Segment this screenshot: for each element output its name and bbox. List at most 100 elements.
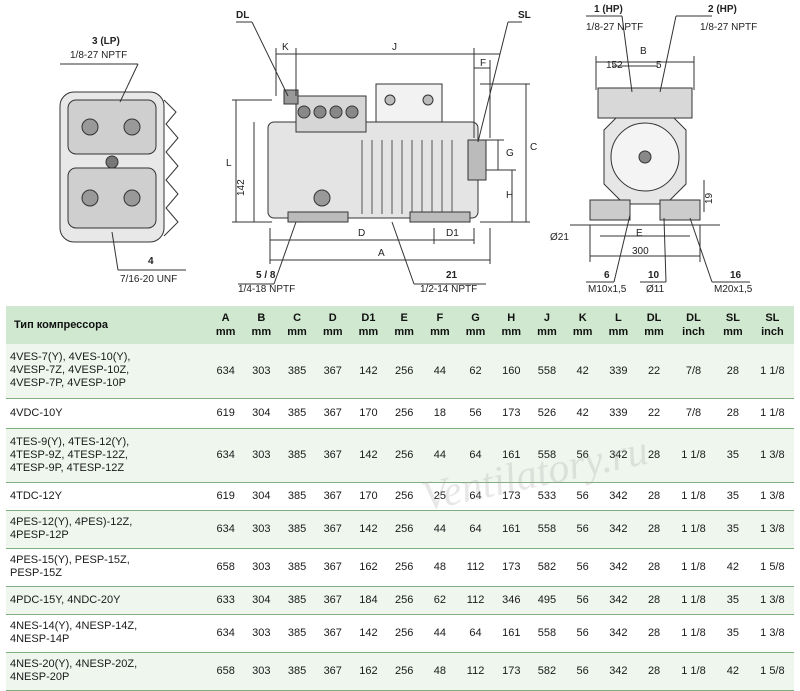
model-line: 4PES-15(Y), PESP-15Z, [10, 554, 130, 566]
value-cell: 558 [529, 344, 565, 399]
model-line: 4NESP-20P [10, 671, 70, 683]
model-cell: 4TES-9(Y), 4TES-12(Y),4TESP-9Z, 4TESP-12… [6, 428, 208, 483]
value-cell: 56 [564, 510, 601, 549]
dim-300: 300 [632, 246, 649, 257]
value-cell: 367 [314, 652, 351, 691]
callout-21-spec: 1/2-14 NPTF [420, 284, 477, 295]
dim-142: 142 [236, 179, 247, 196]
value-cell: 303 [243, 548, 280, 587]
dim-g: G [506, 148, 514, 159]
value-cell: 1 1/8 [671, 614, 716, 653]
value-cell: 64 [457, 614, 494, 653]
model-line: 4VDC-10Y [10, 406, 63, 419]
value-cell: 304 [243, 586, 280, 615]
drawing-canvas: 3 (LP) 1/8-27 NPTF 4 7/16-20 UNF 5 / 8 1… [59, 4, 757, 295]
value-cell: 184 [350, 586, 387, 615]
model-line: 4PES-12(Y), 4PES)-12Z, [10, 516, 133, 528]
value-cell: 1 1/8 [671, 482, 716, 511]
header-unit: mm [723, 326, 743, 338]
callout-58-id: 5 / 8 [256, 270, 276, 281]
value-cell: 28 [636, 586, 672, 615]
front-end-view [570, 15, 750, 283]
value-cell: 342 [600, 428, 637, 483]
model-cell: 4PDC-15Y, 4NDC-20Y [6, 586, 208, 615]
value-cell: 28 [636, 510, 672, 549]
header-name: DL [686, 312, 701, 324]
value-cell: 558 [529, 510, 565, 549]
value-cell: 1 1/8 [750, 398, 794, 429]
value-cell: 173 [493, 398, 530, 429]
value-cell: 161 [493, 510, 530, 549]
model-cell: 4PES-15(Y), PESP-15Z,PESP-15Z [6, 548, 208, 587]
value-cell: 342 [600, 548, 637, 587]
value-cell: 142 [350, 510, 387, 549]
dim-d1: D1 [446, 228, 459, 239]
value-cell: 533 [529, 482, 565, 511]
callout-16-spec: M20x1,5 [714, 284, 753, 295]
value-cell: 342 [600, 614, 637, 653]
value-cell: 256 [386, 344, 422, 399]
value-cell: 582 [529, 652, 565, 691]
header-name: C [293, 312, 302, 324]
callout-58-spec: 1/4-18 NPTF [238, 284, 295, 295]
side-view [232, 21, 530, 285]
value-cell: 160 [493, 344, 530, 399]
model-line: 4NES-20(Y), 4NESP-20Z, [10, 658, 138, 670]
value-cell: 385 [279, 586, 315, 615]
model-line: 4TES-9(Y), 4TES-12(Y), [10, 435, 130, 448]
dim-k: K [282, 42, 289, 53]
header-name: J [543, 312, 551, 324]
header-name: F [436, 312, 444, 324]
value-cell: 22 [636, 344, 672, 399]
dim-a: A [378, 248, 385, 259]
value-cell: 634 [207, 428, 244, 483]
model-line: 4PESP-12P [10, 529, 69, 541]
value-cell: 56 [564, 428, 601, 483]
value-cell: 385 [279, 482, 315, 511]
header-name: Тип компрессора [14, 319, 108, 331]
model-line: 4VESP-7P, 4VESP-10P [10, 377, 126, 390]
value-cell: 582 [529, 548, 565, 587]
value-cell: 42 [715, 652, 751, 691]
callout-10-id: 10 [648, 270, 660, 281]
value-cell: 367 [314, 614, 351, 653]
value-cell: 256 [386, 614, 422, 653]
dim-f: F [480, 58, 486, 69]
dim-l: L [226, 158, 232, 169]
value-cell: 142 [350, 428, 387, 483]
header-name: G [471, 312, 480, 324]
value-cell: 44 [422, 510, 458, 549]
header-name: H [507, 312, 516, 324]
value-cell: 256 [386, 398, 422, 429]
value-cell: 112 [457, 548, 494, 587]
value-cell: 385 [279, 548, 315, 587]
dim-sl: SL [518, 10, 531, 21]
model-line: 4PDC-15Y, 4NDC-20Y [10, 593, 121, 606]
value-cell: 48 [422, 548, 458, 587]
value-cell: 303 [243, 614, 280, 653]
model-line: PESP-15Z [10, 567, 62, 579]
value-cell: 342 [600, 482, 637, 511]
callout-hp2-spec: 1/8-27 NPTF [700, 22, 757, 33]
value-cell: 303 [243, 652, 280, 691]
value-cell: 64 [457, 482, 494, 511]
value-cell: 56 [564, 586, 601, 615]
value-cell: 42 [564, 398, 601, 429]
callout-hp1-id: 1 (HP) [594, 4, 623, 15]
value-cell: 62 [422, 586, 458, 615]
value-cell: 44 [422, 614, 458, 653]
dim-j: J [392, 42, 397, 53]
dim-152: 152 [606, 60, 623, 71]
value-cell: 161 [493, 614, 530, 653]
value-cell: 256 [386, 510, 422, 549]
